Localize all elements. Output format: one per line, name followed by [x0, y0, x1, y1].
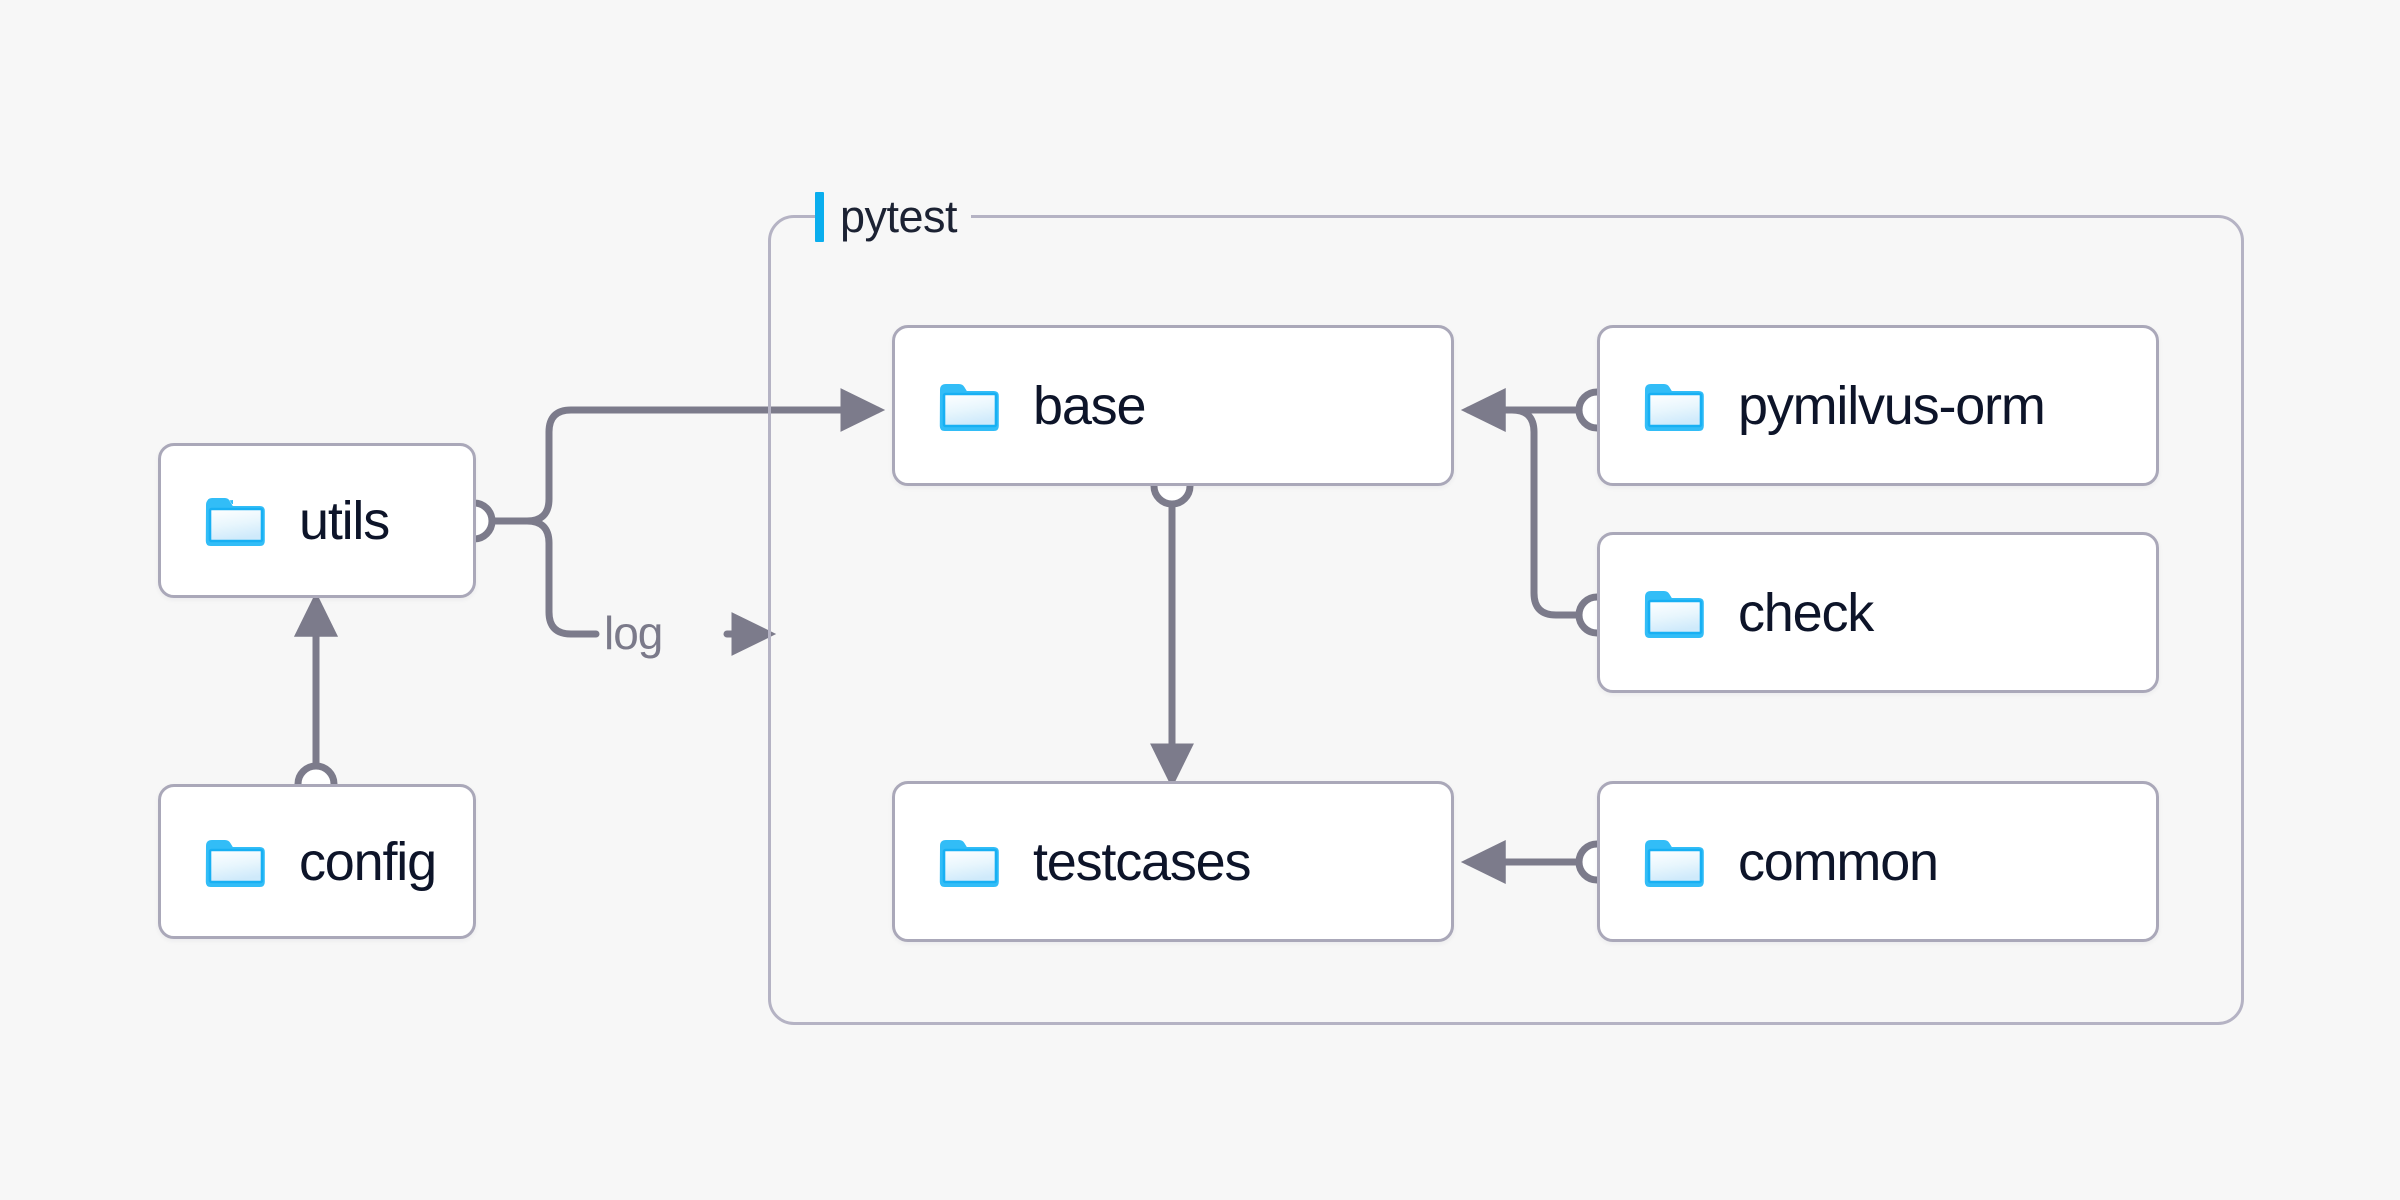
- folder-icon: [1644, 590, 1704, 638]
- vertical-bar-accent-icon: [815, 192, 824, 242]
- node-check[interactable]: check: [1597, 532, 2159, 693]
- folder-icon: [205, 497, 265, 546]
- folder-icon: [1644, 383, 1704, 431]
- group-pytest-label-wrap: pytest: [815, 186, 972, 248]
- node-pymilvus-orm[interactable]: pymilvus-orm: [1597, 325, 2159, 486]
- node-testcases-label: testcases: [1033, 831, 1252, 892]
- folder-icon: [205, 839, 265, 887]
- node-check-label: check: [1738, 582, 1874, 643]
- node-utils-label: utils: [299, 490, 390, 551]
- group-pytest-label: pytest: [840, 191, 958, 242]
- node-common-label: common: [1738, 831, 1939, 892]
- node-config[interactable]: config: [158, 784, 476, 939]
- folder-icon: [1644, 839, 1704, 887]
- node-base[interactable]: base: [892, 325, 1454, 486]
- folder-icon: [939, 383, 999, 431]
- node-testcases[interactable]: testcases: [892, 781, 1454, 942]
- node-base-label: base: [1033, 375, 1147, 436]
- node-pymilvus-orm-label: pymilvus-orm: [1738, 375, 2046, 436]
- group-pytest[interactable]: [768, 215, 2244, 1025]
- edge-utils-to-log: [523, 517, 600, 638]
- edge-check-to-base: [1465, 406, 1582, 619]
- node-config-label: config: [299, 831, 437, 892]
- edge-utils-to-base: [523, 387, 886, 525]
- node-utils[interactable]: utils: [158, 443, 476, 598]
- folder-icon: [939, 839, 999, 887]
- node-common[interactable]: common: [1597, 781, 2159, 942]
- edge-label-log: log: [604, 607, 663, 659]
